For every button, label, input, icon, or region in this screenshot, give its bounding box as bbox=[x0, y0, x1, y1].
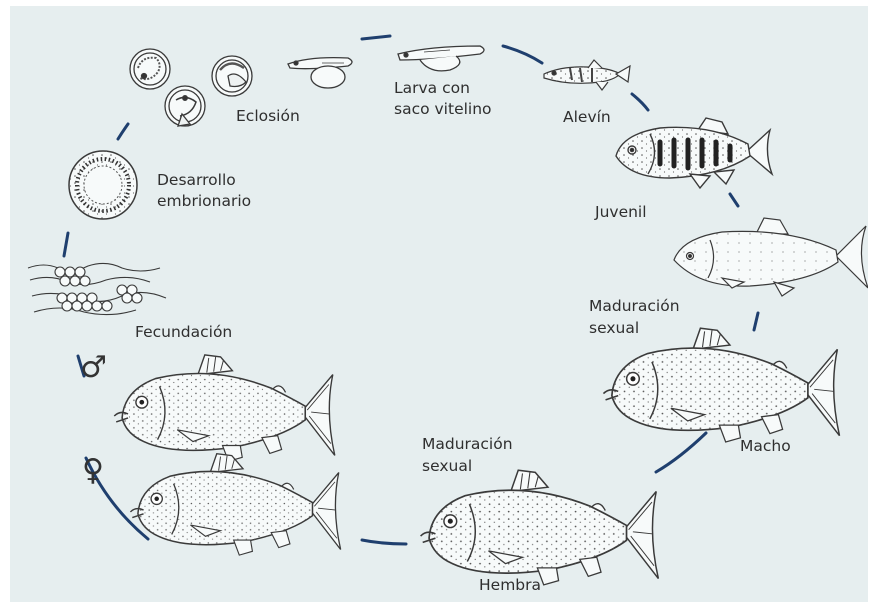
label-hembra: Hembra bbox=[479, 575, 541, 596]
adult-trout-icon bbox=[114, 355, 335, 461]
label-macho: Macho bbox=[740, 436, 791, 457]
life-cycle-stage: Eclosión Larva con saco vitelino Alevín … bbox=[10, 6, 868, 602]
label-maduracion-bottom-line2: sexual bbox=[422, 456, 472, 477]
label-maduracion-right-line1: Maduración bbox=[589, 296, 680, 317]
label-fecundacion: Fecundación bbox=[135, 322, 232, 343]
label-maduracion-right-line2: sexual bbox=[589, 318, 639, 339]
label-eclosion: Eclosión bbox=[236, 106, 300, 127]
adult-trout-icon bbox=[421, 470, 659, 585]
hatching-egg-icon bbox=[130, 49, 252, 126]
label-alevin: Alevín bbox=[563, 107, 611, 128]
adult-trout-icon bbox=[130, 454, 340, 555]
male-symbol: ♂ bbox=[80, 353, 107, 383]
label-juvenil: Juvenil bbox=[595, 202, 647, 223]
female-symbol: ♀ bbox=[82, 456, 104, 486]
label-larva-line2: saco vitelino bbox=[394, 99, 492, 120]
adult-trout-icon bbox=[603, 328, 839, 442]
alevin-fish-icon bbox=[544, 60, 630, 90]
label-desarrollo-line1: Desarrollo bbox=[157, 170, 236, 191]
label-maduracion-bottom-line1: Maduración bbox=[422, 434, 513, 455]
embryo-egg-icon bbox=[69, 151, 137, 219]
adult-trout-icon bbox=[674, 218, 868, 296]
juvenile-trout-icon bbox=[616, 118, 772, 188]
label-larva-line1: Larva con bbox=[394, 78, 470, 99]
spawn-eggs-icon bbox=[28, 263, 166, 314]
label-desarrollo-line2: embrionario bbox=[157, 191, 251, 212]
